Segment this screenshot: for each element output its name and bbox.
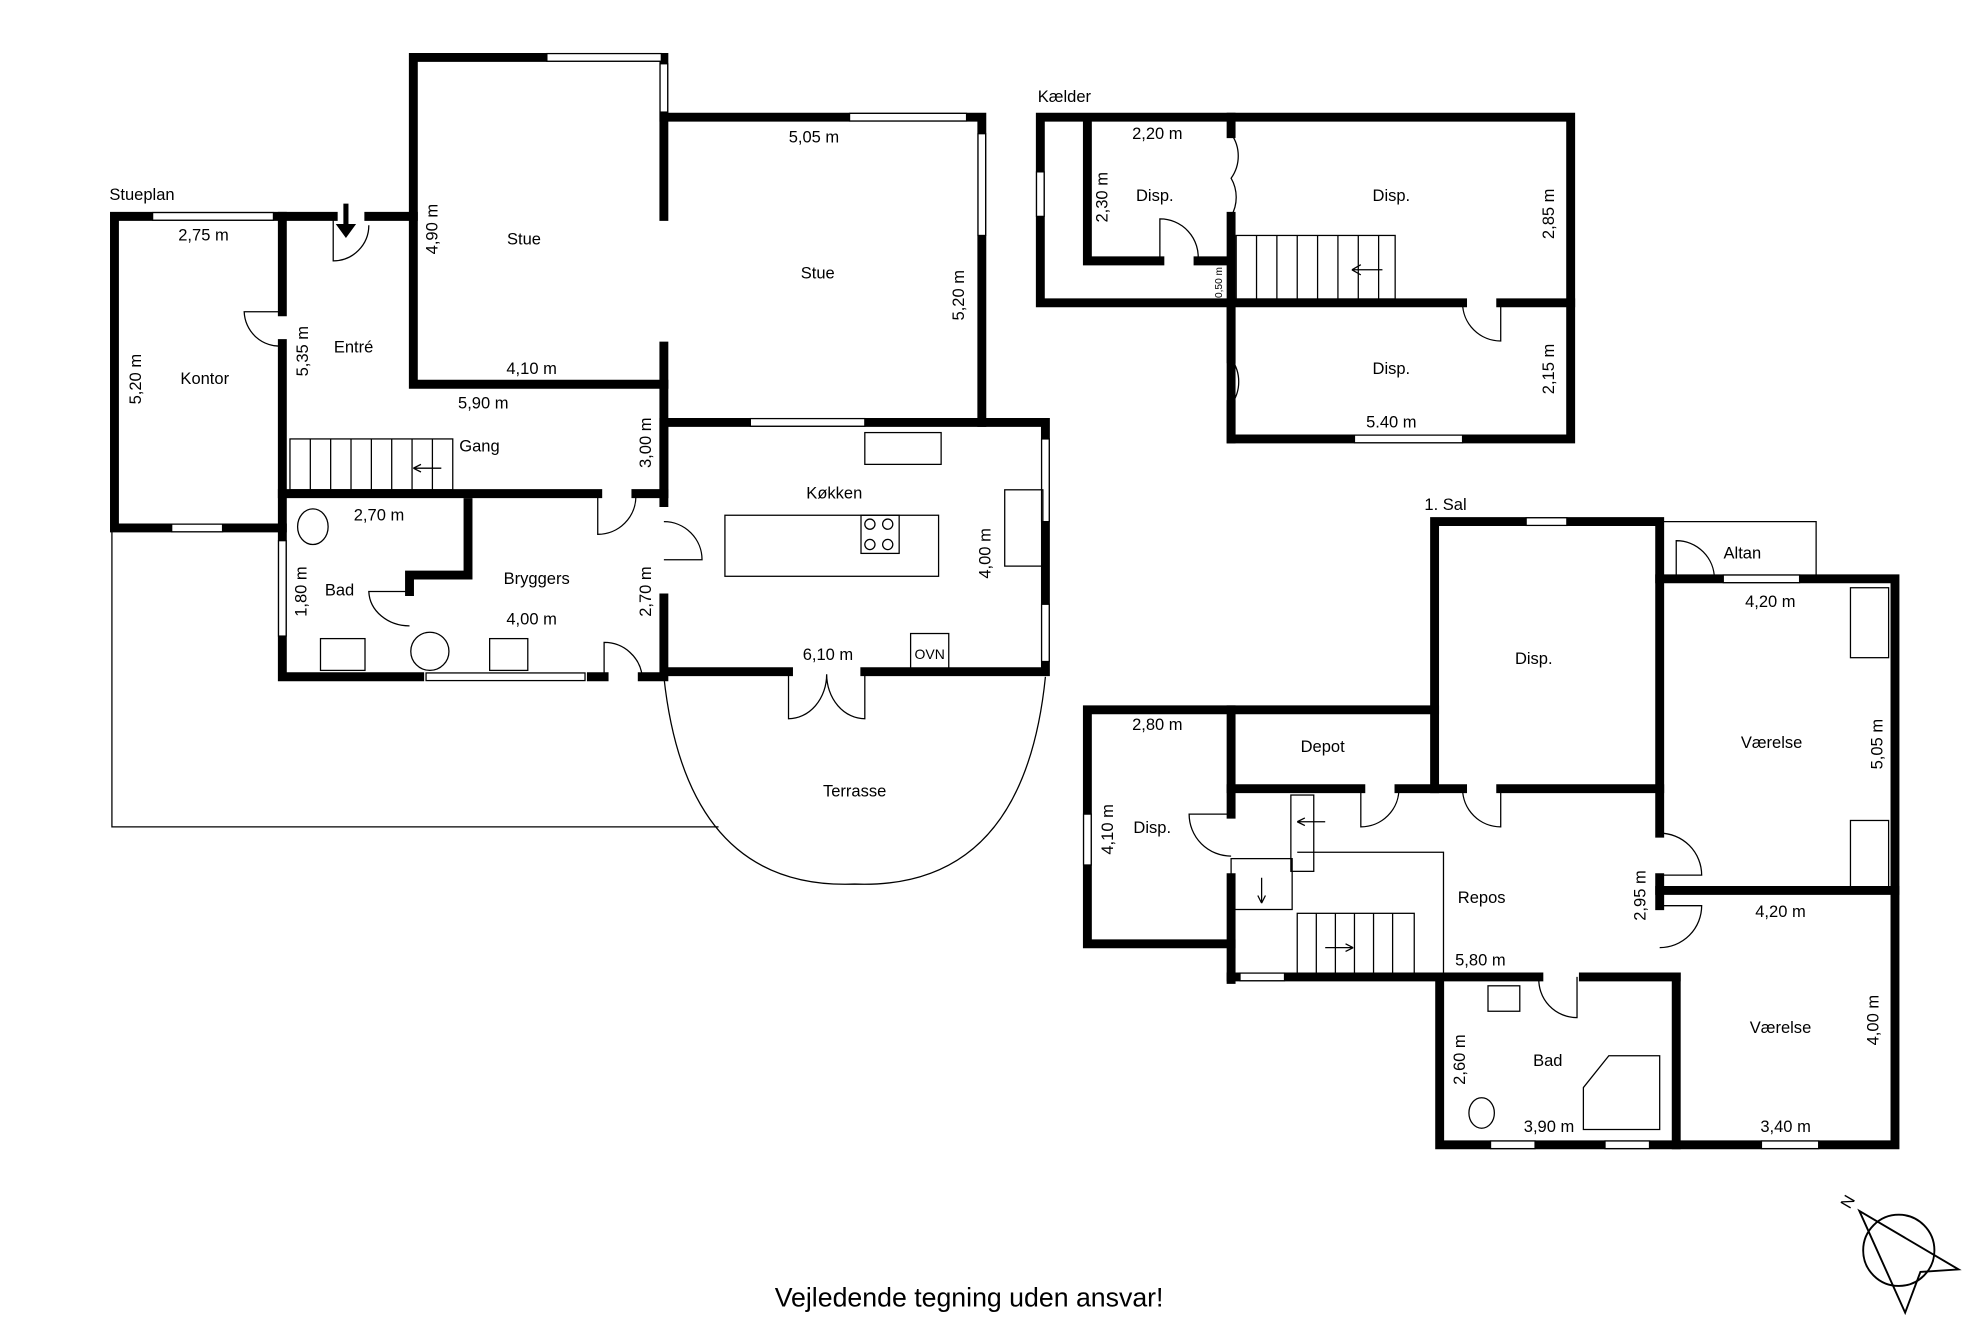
stairs-kaelder xyxy=(1235,234,1396,300)
stairs-sal xyxy=(1230,794,1445,978)
stairs-gang xyxy=(289,438,454,491)
dim: 2,70 m xyxy=(636,566,655,617)
room-bad: Bad xyxy=(325,580,354,599)
plan-title-stueplan: Stueplan xyxy=(109,185,174,204)
sal: 1. Sal xyxy=(1082,495,1900,1150)
dim: 4,20 m xyxy=(1755,902,1806,921)
dim: 4,00 m xyxy=(1863,995,1882,1045)
room-vaerelse-1: Værelse xyxy=(1741,733,1802,752)
door xyxy=(1230,358,1240,405)
dim: 4,10 m xyxy=(506,359,557,378)
dim: 5,20 m xyxy=(949,270,968,321)
dim: 0,50 m xyxy=(1214,267,1225,298)
dim: 6,10 m xyxy=(803,645,854,664)
dim: 2,85 m xyxy=(1539,189,1558,240)
dim: 5,20 m xyxy=(126,354,145,404)
room-altan: Altan xyxy=(1724,543,1762,562)
dim: 2,75 m xyxy=(178,226,229,245)
dim: 4,00 m xyxy=(506,610,557,629)
altan-outline xyxy=(1663,520,1817,579)
room-vaerelse-2: Værelse xyxy=(1750,1018,1811,1037)
dim: 2,60 m xyxy=(1450,1034,1469,1085)
dim: 4,00 m xyxy=(976,528,995,578)
walls xyxy=(1082,517,1900,1150)
dim: 5.40 m xyxy=(1366,412,1417,431)
dim: 2,20 m xyxy=(1132,124,1183,143)
door xyxy=(1230,133,1239,217)
dim: 5,80 m xyxy=(1455,950,1506,969)
room-disp-left: Disp. xyxy=(1133,818,1171,837)
room-disp: Disp. xyxy=(1136,186,1174,205)
dim: 5,05 m xyxy=(789,128,840,147)
room-bryggers: Bryggers xyxy=(504,569,570,588)
dim: 5,05 m xyxy=(1867,719,1886,769)
bath-fixtures xyxy=(1468,587,1890,1131)
plan-title-sal: 1. Sal xyxy=(1424,495,1466,514)
dim: 4,20 m xyxy=(1745,592,1796,611)
room-kokken: Køkken xyxy=(806,484,862,503)
compass-icon: N xyxy=(1837,1192,1962,1316)
room-disp-big: Disp. xyxy=(1515,649,1553,668)
room-bad: Bad xyxy=(1533,1051,1562,1070)
plan-title-kaelder: Kælder xyxy=(1038,87,1092,106)
room-gang: Gang xyxy=(459,437,499,456)
room-repos: Repos xyxy=(1458,888,1506,907)
entrance-arrow-icon xyxy=(335,203,357,238)
room-stue-2: Stue xyxy=(801,264,835,283)
kaelder: Kælder Disp. Disp. Disp. 2,20 m 2,30 m 2… xyxy=(1035,87,1576,444)
door xyxy=(1159,218,1199,261)
dim: 3,90 m xyxy=(1524,1117,1575,1136)
walls xyxy=(110,52,1050,682)
room-entre: Entré xyxy=(334,337,373,356)
doors xyxy=(243,216,866,720)
dim: 2,15 m xyxy=(1539,344,1558,394)
dim: 2,80 m xyxy=(1132,715,1183,734)
room-terrasse: Terrasse xyxy=(823,781,886,800)
dim: 2,30 m xyxy=(1093,172,1112,223)
door xyxy=(1461,302,1502,342)
dim: 3,40 m xyxy=(1760,1117,1811,1136)
dim: 4,90 m xyxy=(422,204,441,255)
dim: 2,70 m xyxy=(354,505,405,524)
room-disp: Disp. xyxy=(1373,186,1411,205)
label-ovn: OVN xyxy=(915,646,945,662)
room-stue-1: Stue xyxy=(507,229,541,248)
dim: 4,10 m xyxy=(1098,804,1117,854)
dim: 3,00 m xyxy=(636,418,655,469)
terrasse-outline xyxy=(663,676,1047,885)
footer-disclaimer: Vejledende tegning uden ansvar! xyxy=(775,1282,1164,1312)
compass-north-label: N xyxy=(1837,1192,1859,1212)
windows xyxy=(151,52,1050,682)
dim: 5,90 m xyxy=(458,393,509,412)
kitchen-fixtures xyxy=(296,431,1044,673)
dim: 1,80 m xyxy=(292,566,311,617)
walls xyxy=(1035,112,1576,444)
plot-outline xyxy=(111,527,719,828)
dim: 5,35 m xyxy=(293,326,312,376)
room-disp: Disp. xyxy=(1373,359,1411,378)
room-depot: Depot xyxy=(1301,737,1345,756)
room-kontor: Kontor xyxy=(180,369,229,388)
doors xyxy=(1188,540,1716,1019)
stueplan: Stueplan xyxy=(109,52,1050,885)
dim: 2,95 m xyxy=(1631,870,1650,921)
